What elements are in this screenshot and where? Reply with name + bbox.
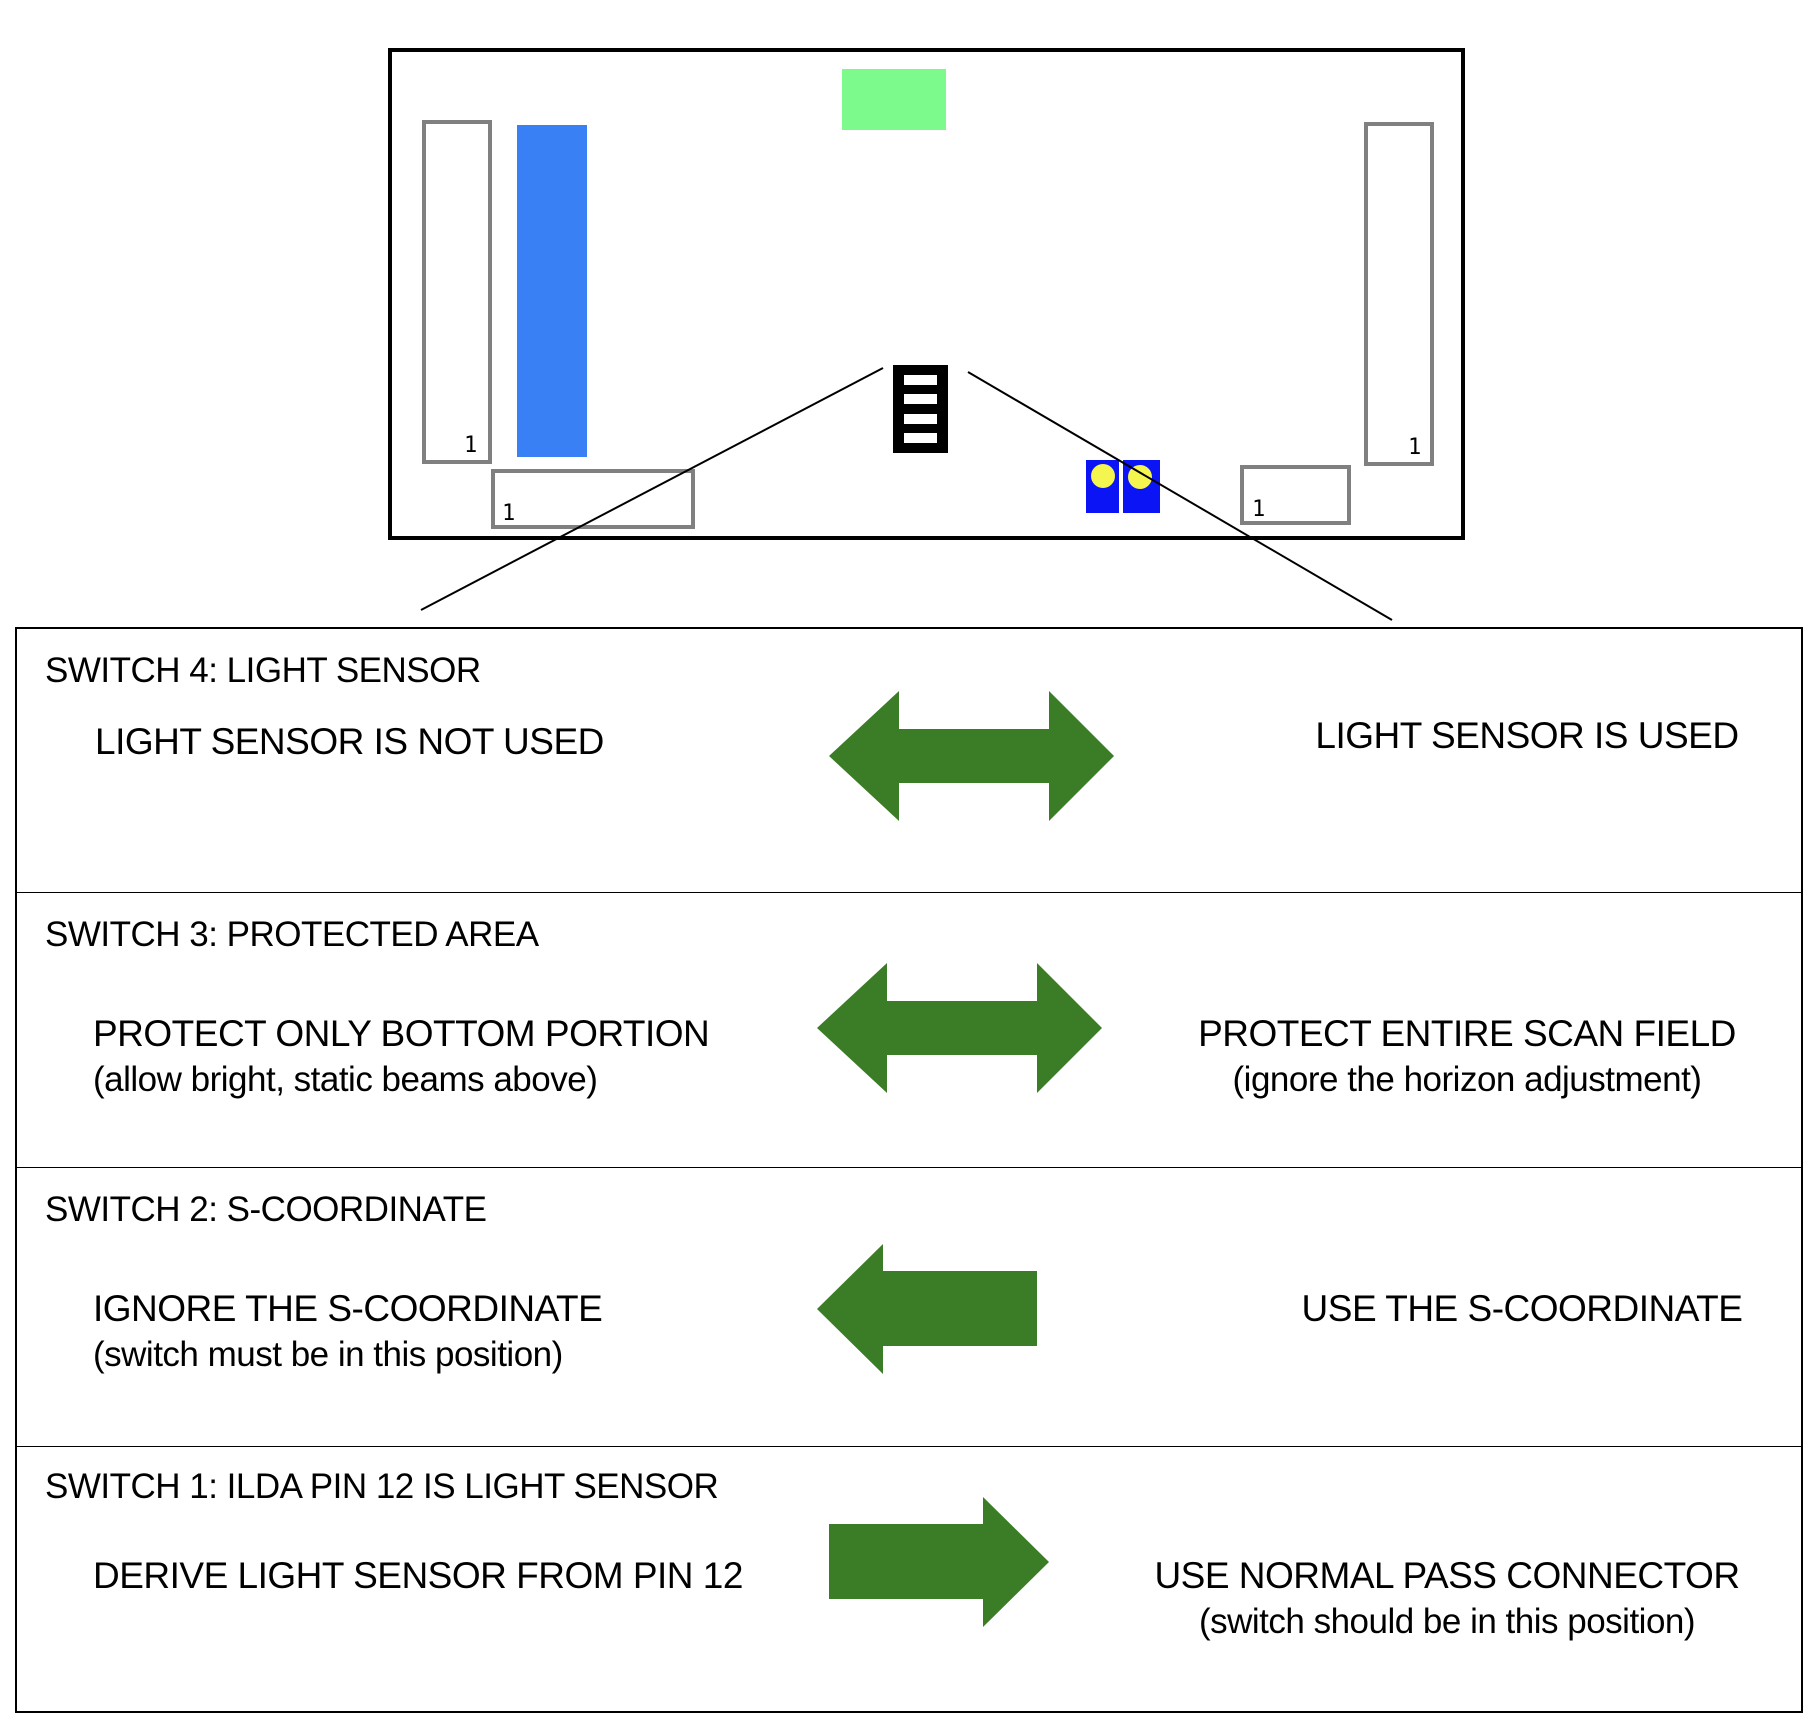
arrow-shape bbox=[817, 1244, 1037, 1374]
right-option: USE NORMAL PASS CONNECTOR (switch should… bbox=[1092, 1553, 1802, 1645]
arrow-shape bbox=[829, 691, 1114, 821]
header-bottom-left bbox=[491, 469, 695, 529]
callout-line-right bbox=[967, 371, 1393, 621]
left-option-note: (switch must be in this position) bbox=[93, 1335, 563, 1374]
header-left-vertical bbox=[422, 120, 492, 464]
pin1-label-bottom-right: 1 bbox=[1252, 497, 1265, 522]
switch-title: SWITCH 1: ILDA PIN 12 IS LIGHT SENSOR bbox=[45, 1467, 719, 1506]
pin1-label-left-vertical: 1 bbox=[464, 433, 477, 458]
header-bottom-right bbox=[1240, 465, 1351, 525]
switch-title: SWITCH 4: LIGHT SENSOR bbox=[45, 651, 481, 690]
switch-panel-3: SWITCH 3: PROTECTED AREA PROTECT ONLY BO… bbox=[15, 893, 1803, 1169]
right-option: LIGHT SENSOR IS USED bbox=[1257, 713, 1797, 759]
left-option: PROTECT ONLY BOTTOM PORTION (allow brigh… bbox=[93, 1011, 710, 1103]
left-option-label: LIGHT SENSOR IS NOT USED bbox=[95, 721, 604, 762]
right-option: PROTECT ENTIRE SCAN FIELD (ignore the ho… bbox=[1142, 1011, 1792, 1103]
dip-position-4 bbox=[904, 375, 937, 385]
left-option-label: IGNORE THE S-COORDINATE bbox=[93, 1288, 603, 1329]
right-option-label: LIGHT SENSOR IS USED bbox=[1315, 715, 1739, 756]
right-arrow-icon bbox=[829, 1497, 1049, 1627]
switch-panel-2: SWITCH 2: S-COORDINATE IGNORE THE S-COOR… bbox=[15, 1168, 1803, 1448]
led-pair bbox=[1086, 460, 1160, 513]
switch-panel-1: SWITCH 1: ILDA PIN 12 IS LIGHT SENSOR DE… bbox=[15, 1447, 1803, 1713]
circuit-board-diagram: 1 1 1 1 bbox=[388, 48, 1465, 621]
switch-title: SWITCH 3: PROTECTED AREA bbox=[45, 915, 539, 954]
left-option: DERIVE LIGHT SENSOR FROM PIN 12 bbox=[93, 1553, 743, 1599]
dip-position-2 bbox=[904, 414, 937, 424]
dip-position-3 bbox=[904, 394, 937, 404]
arrow-shape bbox=[817, 963, 1102, 1093]
dip-position-1 bbox=[904, 433, 937, 443]
left-option-label: DERIVE LIGHT SENSOR FROM PIN 12 bbox=[93, 1555, 743, 1596]
pin1-label-right-vertical: 1 bbox=[1408, 435, 1421, 460]
green-component bbox=[842, 69, 946, 130]
header-right-vertical bbox=[1364, 122, 1434, 466]
right-option-label: PROTECT ENTIRE SCAN FIELD bbox=[1198, 1013, 1736, 1054]
led-1-light bbox=[1091, 464, 1115, 488]
left-option: IGNORE THE S-COORDINATE (switch must be … bbox=[93, 1286, 603, 1378]
right-option-label: USE NORMAL PASS CONNECTOR bbox=[1154, 1555, 1740, 1596]
right-option: USE THE S-COORDINATE bbox=[1247, 1286, 1797, 1332]
right-option-note: (ignore the horizon adjustment) bbox=[1232, 1060, 1702, 1099]
led-2-light bbox=[1128, 465, 1152, 489]
pin1-label-bottom-left: 1 bbox=[502, 501, 515, 526]
left-arrow-icon bbox=[817, 1244, 1037, 1374]
blue-component bbox=[517, 125, 587, 457]
double-arrow-icon bbox=[817, 963, 1102, 1093]
callout-line-left bbox=[420, 367, 884, 611]
left-option: LIGHT SENSOR IS NOT USED bbox=[95, 719, 604, 765]
left-option-note: (allow bright, static beams above) bbox=[93, 1060, 598, 1099]
switch-title: SWITCH 2: S-COORDINATE bbox=[45, 1190, 487, 1229]
left-option-label: PROTECT ONLY BOTTOM PORTION bbox=[93, 1013, 710, 1054]
arrow-shape bbox=[829, 1497, 1049, 1627]
switch-panel-4: SWITCH 4: LIGHT SENSOR LIGHT SENSOR IS N… bbox=[15, 627, 1803, 894]
double-arrow-icon bbox=[829, 691, 1114, 821]
dip-switch-icon bbox=[893, 365, 948, 453]
right-option-note: (switch should be in this position) bbox=[1198, 1602, 1696, 1641]
right-option-label: USE THE S-COORDINATE bbox=[1301, 1288, 1743, 1329]
